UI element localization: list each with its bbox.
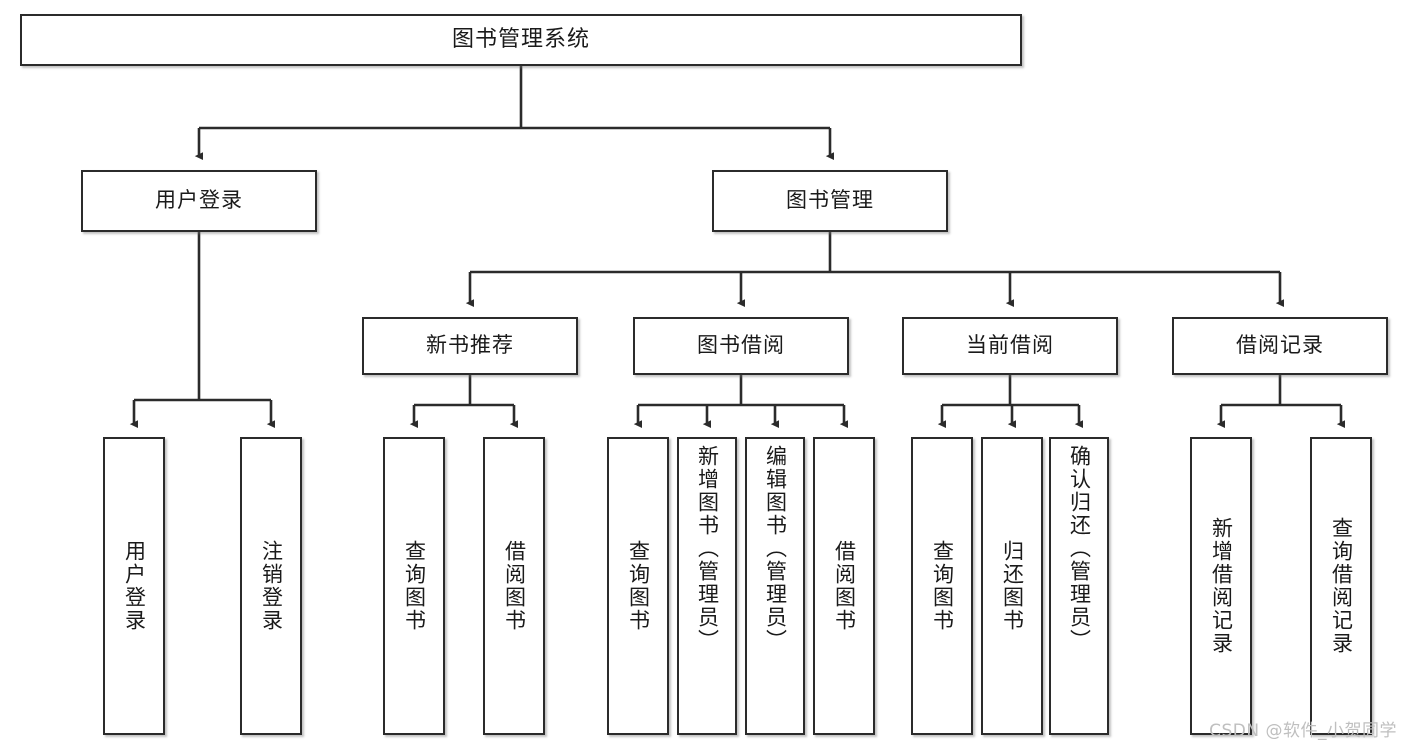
node-current-borrowing[interactable]: 当前借阅: [902, 317, 1118, 375]
leaf-query-books-under-new-book-recommendation[interactable]: 查询图书: [383, 437, 445, 735]
node-borrowing-record[interactable]: 借阅记录: [1172, 317, 1388, 375]
node-new-book-recommendation[interactable]: 新书推荐: [362, 317, 578, 375]
csdn-watermark: CSDN @软件_小贺同学: [1209, 721, 1397, 741]
edge-newbook-to-leaves: [409, 375, 519, 429]
edge-currentborrow-to-leaves: [937, 375, 1084, 429]
edge-bookmanage-to-level3: [465, 232, 1285, 308]
edge-root-to-level2: [194, 66, 835, 161]
leaf-logout[interactable]: 注销登录: [240, 437, 302, 735]
leaf-query-books-under-book-borrowing[interactable]: 查询图书: [607, 437, 669, 735]
edge-userlogin-to-leaves: [129, 232, 276, 429]
leaf-query-books-under-current-borrowing[interactable]: 查询图书: [911, 437, 973, 735]
leaf-add-book-admin[interactable]: 新增图书（管理员）: [677, 437, 737, 735]
edge-borrowrecord-to-leaves: [1216, 375, 1346, 429]
leaf-user-login[interactable]: 用户登录: [103, 437, 165, 735]
leaf-borrow-books-under-book-borrowing[interactable]: 借阅图书: [813, 437, 875, 735]
node-book-management[interactable]: 图书管理: [712, 170, 948, 232]
node-root-book-management-system[interactable]: 图书管理系统: [20, 14, 1022, 66]
leaf-add-borrowing-record[interactable]: 新增借阅记录: [1190, 437, 1252, 735]
leaf-borrow-books-under-new-book-recommendation[interactable]: 借阅图书: [483, 437, 545, 735]
edge-bookborrow-to-leaves: [633, 375, 849, 429]
node-book-borrowing[interactable]: 图书借阅: [633, 317, 849, 375]
node-user-login[interactable]: 用户登录: [81, 170, 317, 232]
leaf-confirm-return-admin[interactable]: 确认归还（管理员）: [1049, 437, 1109, 735]
leaf-edit-book-admin[interactable]: 编辑图书（管理员）: [745, 437, 805, 735]
leaf-query-borrowing-record[interactable]: 查询借阅记录: [1310, 437, 1372, 735]
leaf-return-books[interactable]: 归还图书: [981, 437, 1043, 735]
